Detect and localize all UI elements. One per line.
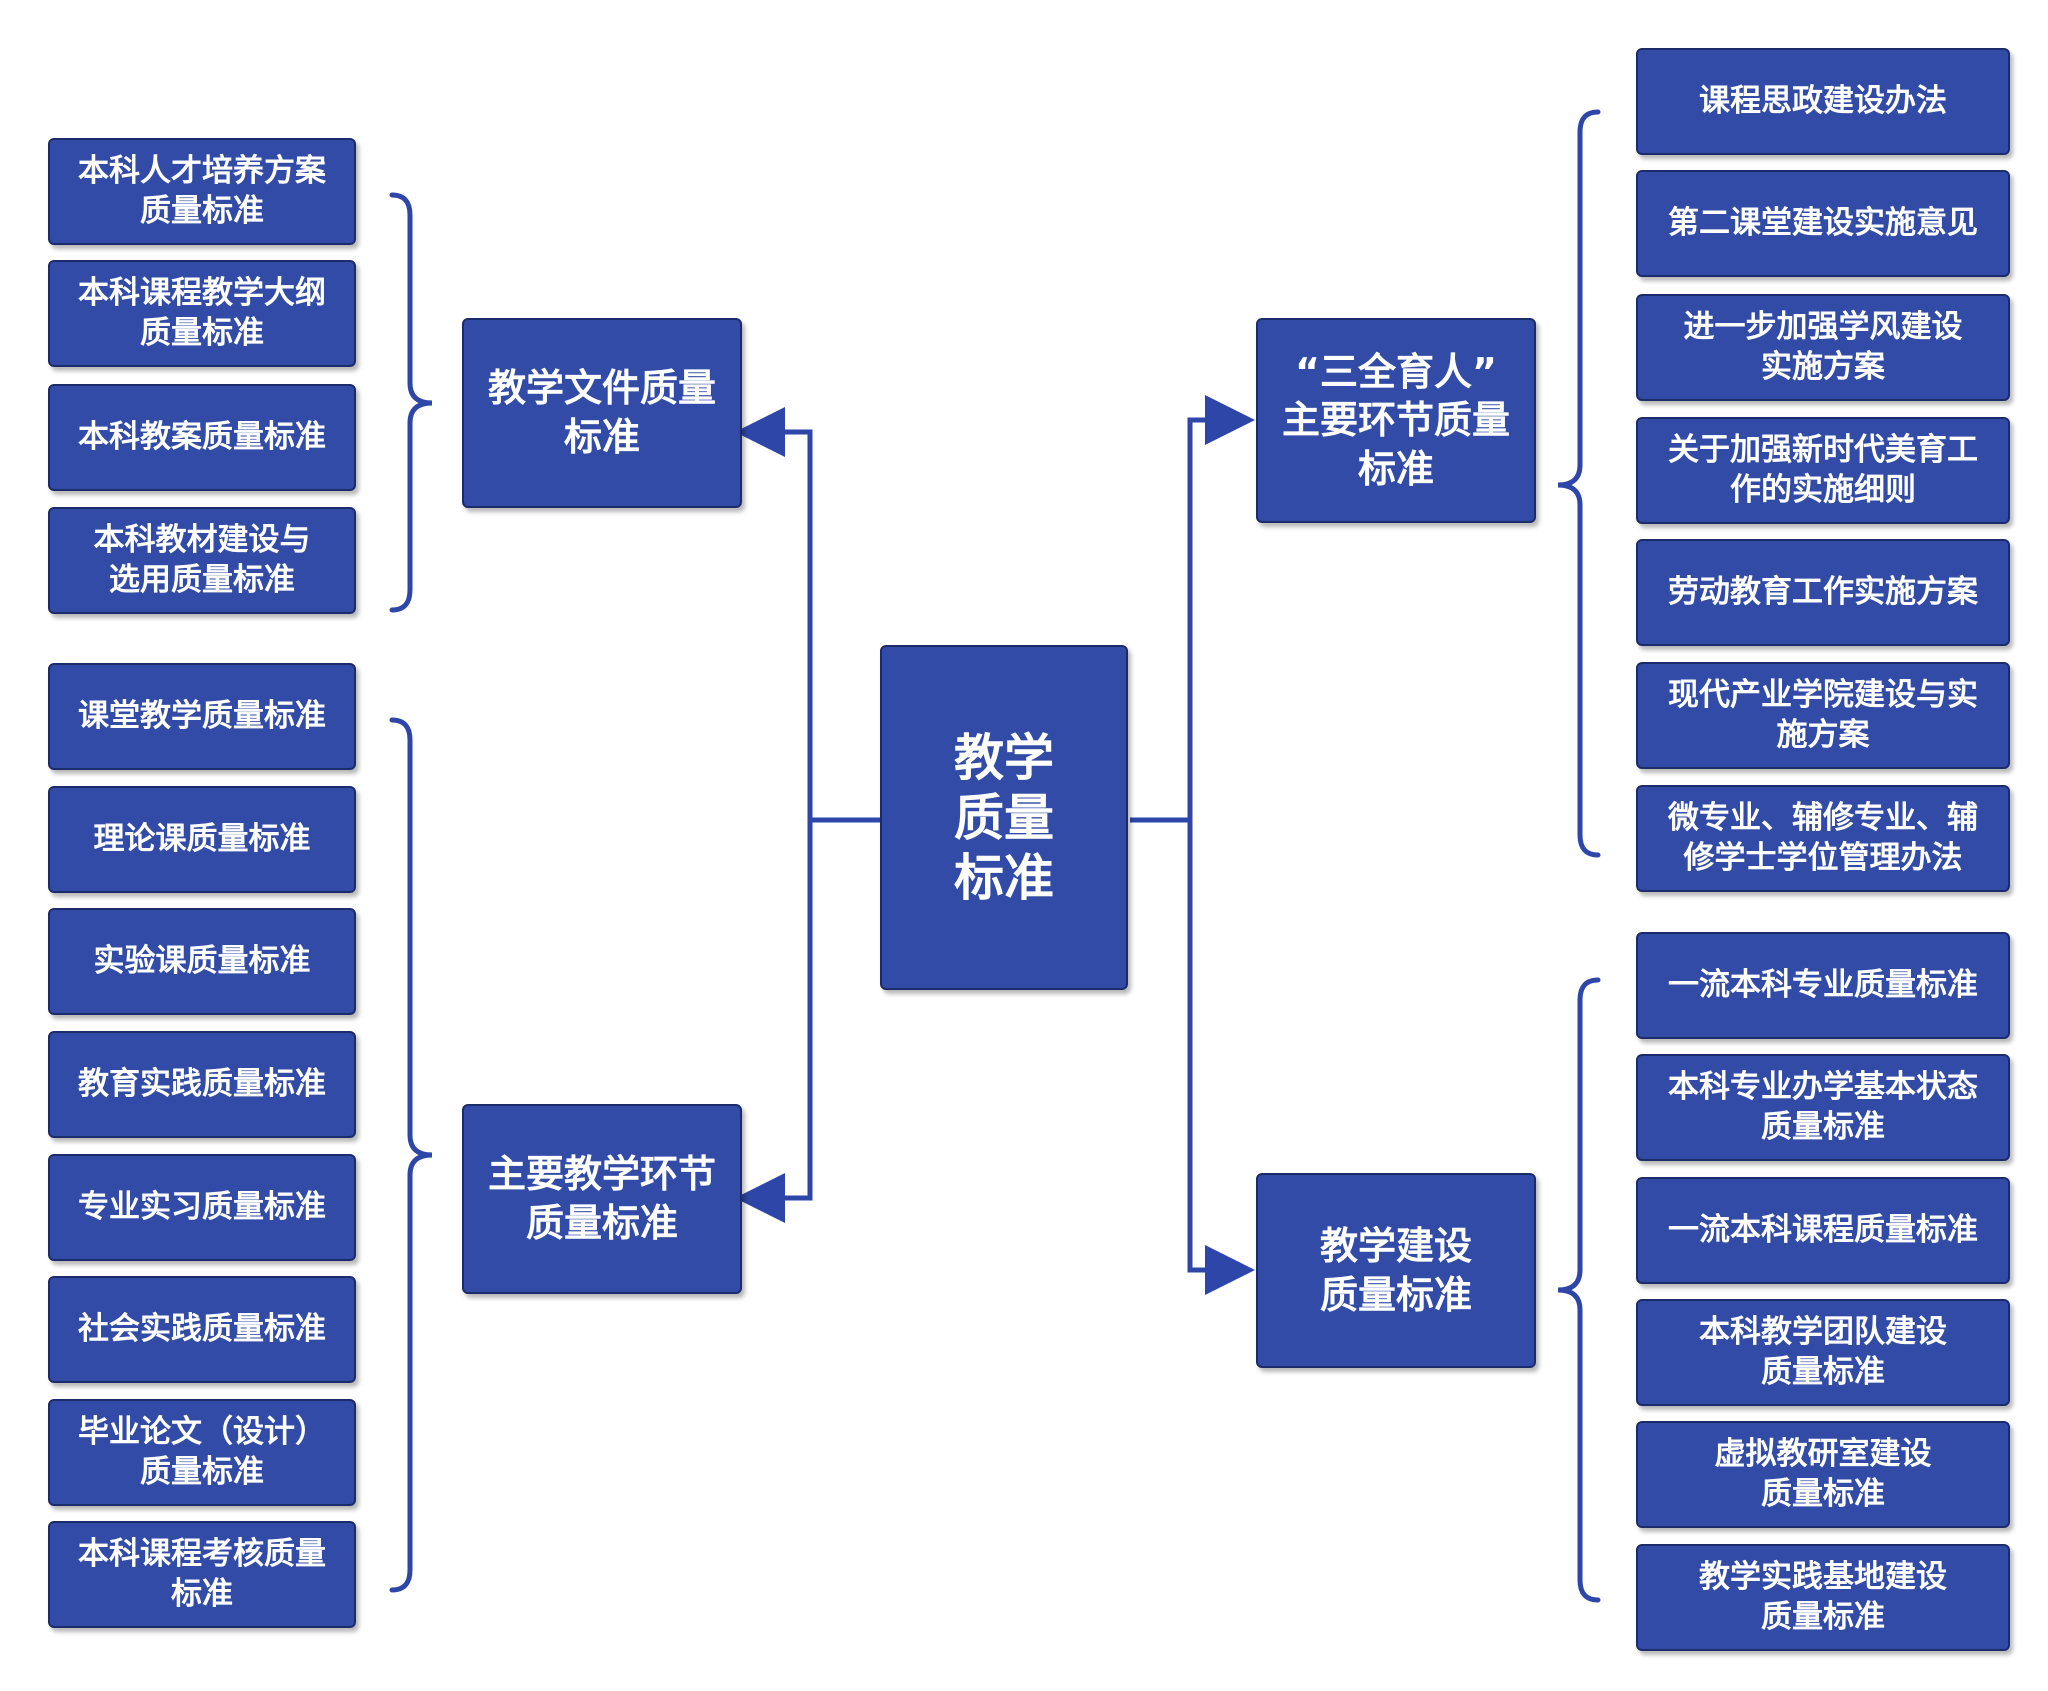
leaf-doc-2: 本科教案质量标准 — [48, 384, 356, 491]
leaf-sanquan-2: 进一步加强学风建设 实施方案 — [1636, 294, 2010, 401]
arrow-to-sanquan — [1187, 395, 1255, 820]
leaf-link-3: 教育实践质量标准 — [48, 1031, 356, 1138]
leaf-build-1: 本科专业办学基本状态 质量标准 — [1636, 1054, 2010, 1161]
leaf-doc-0: 本科人才培养方案 质量标准 — [48, 138, 356, 245]
leaf-doc-3: 本科教材建设与 选用质量标准 — [48, 507, 356, 614]
node-sanquan-yuren-standard: “三全育人” 主要环节质量 标准 — [1256, 318, 1536, 523]
root-node-teaching-quality-standards: 教学 质量 标准 — [880, 645, 1128, 990]
leaf-link-7: 本科课程考核质量 标准 — [48, 1521, 356, 1628]
leaf-build-3: 本科教学团队建设 质量标准 — [1636, 1299, 2010, 1406]
leaf-sanquan-1: 第二课堂建设实施意见 — [1636, 170, 2010, 277]
leaf-build-5: 教学实践基地建设 质量标准 — [1636, 1544, 2010, 1651]
leaf-sanquan-3: 关于加强新时代美育工 作的实施细则 — [1636, 417, 2010, 524]
brace-build — [1557, 977, 1601, 1603]
leaf-link-6: 毕业论文（设计） 质量标准 — [48, 1399, 356, 1506]
leaf-link-4: 专业实习质量标准 — [48, 1154, 356, 1261]
node-teaching-construction-standard: 教学建设 质量标准 — [1256, 1173, 1536, 1368]
leaf-sanquan-4: 劳动教育工作实施方案 — [1636, 539, 2010, 646]
leaf-link-1: 理论课质量标准 — [48, 786, 356, 893]
leaf-sanquan-5: 现代产业学院建设与实 施方案 — [1636, 662, 2010, 769]
leaf-link-2: 实验课质量标准 — [48, 908, 356, 1015]
brace-doc — [389, 192, 433, 613]
brace-sanquan — [1557, 109, 1601, 858]
arrow-to-doc — [735, 407, 813, 820]
leaf-build-4: 虚拟教研室建设 质量标准 — [1636, 1421, 2010, 1528]
node-teaching-documents-standard: 教学文件质量 标准 — [462, 318, 742, 508]
node-main-teaching-links-standard: 主要教学环节 质量标准 — [462, 1104, 742, 1294]
leaf-sanquan-0: 课程思政建设办法 — [1636, 48, 2010, 155]
brace-link — [389, 717, 433, 1593]
arrow-to-link — [735, 820, 813, 1223]
leaf-build-2: 一流本科课程质量标准 — [1636, 1177, 2010, 1284]
leaf-build-0: 一流本科专业质量标准 — [1636, 932, 2010, 1039]
leaf-link-0: 课堂教学质量标准 — [48, 663, 356, 770]
leaf-link-5: 社会实践质量标准 — [48, 1276, 356, 1383]
arrow-to-build — [1187, 820, 1255, 1295]
leaf-sanquan-6: 微专业、辅修专业、辅 修学士学位管理办法 — [1636, 785, 2010, 892]
leaf-doc-1: 本科课程教学大纲 质量标准 — [48, 260, 356, 367]
